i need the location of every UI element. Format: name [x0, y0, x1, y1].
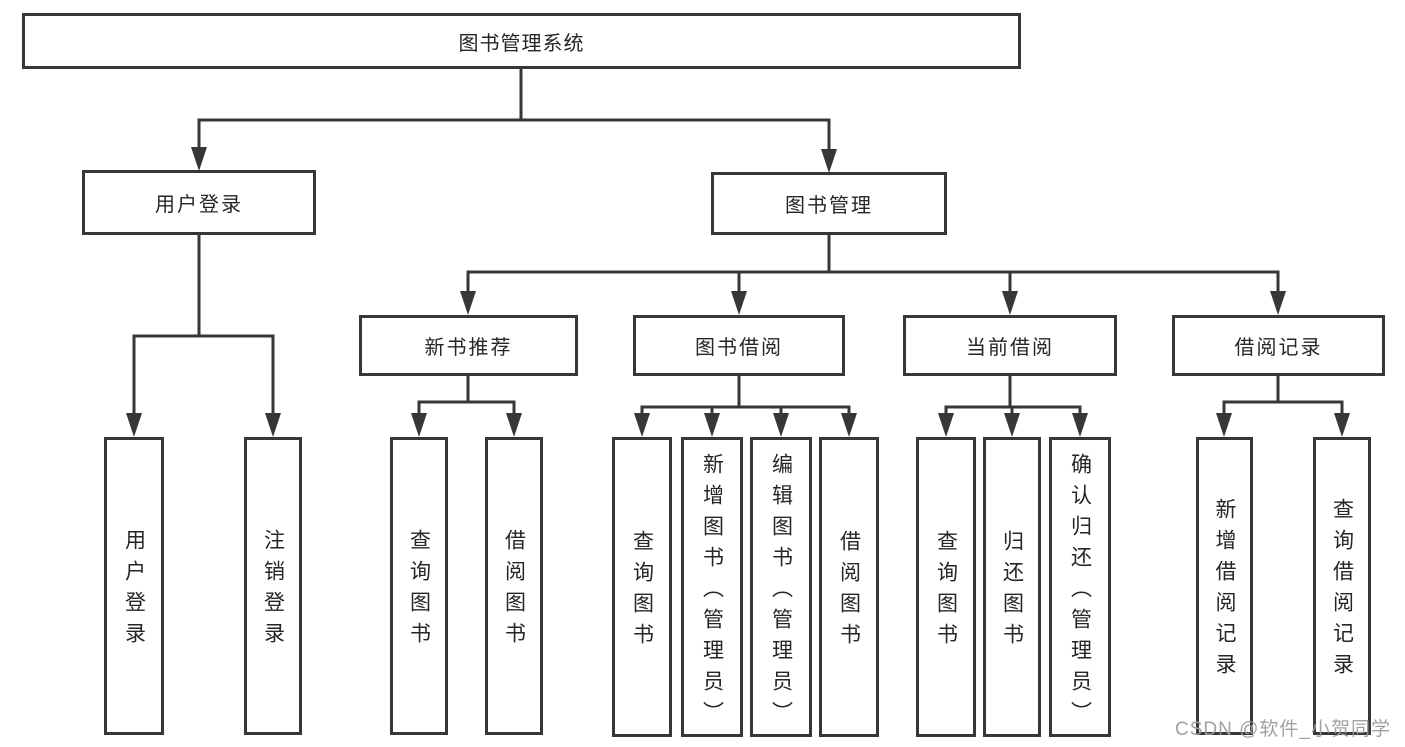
node-label: 图书管理系统	[458, 32, 585, 55]
arrow-icon	[191, 118, 207, 171]
node-label: 新书推荐	[424, 337, 513, 359]
node-label: 确认归还（管理员）	[1068, 452, 1092, 732]
arrow-icon	[411, 400, 427, 437]
arrow-icon	[821, 118, 837, 173]
node-label: 图书管理	[785, 195, 873, 217]
leaf-query-books-1: 查询图书	[390, 437, 448, 735]
arrow-icon	[1216, 400, 1232, 437]
arrow-icon	[460, 270, 476, 315]
node-label: 编辑图书（管理员）	[769, 452, 793, 732]
arrow-icon	[1270, 270, 1286, 315]
node-user-login: 用户登录	[82, 170, 316, 235]
arrow-icon	[731, 270, 747, 315]
leaf-add-borrow-record: 新增借阅记录	[1196, 437, 1253, 735]
node-label: 借阅图书	[502, 529, 526, 653]
arrow-icon	[1072, 405, 1088, 437]
arrow-icon	[773, 405, 789, 437]
node-current-borrowing: 当前借阅	[903, 315, 1117, 376]
leaf-logout: 注销登录	[244, 437, 302, 735]
arrow-icon	[704, 405, 720, 437]
node-label: 图书借阅	[695, 337, 783, 359]
leaf-user-login: 用户登录	[104, 437, 164, 735]
leaf-borrow-books-2: 借阅图书	[819, 437, 879, 737]
node-label: 查询图书	[407, 529, 431, 653]
node-book-borrowing: 图书借阅	[633, 315, 845, 376]
node-book-management: 图书管理	[711, 172, 947, 235]
leaf-confirm-return-admin: 确认归还（管理员）	[1049, 437, 1111, 737]
node-label: 借阅图书	[837, 530, 861, 654]
node-label: 新增借阅记录	[1213, 498, 1236, 684]
node-label: 归还图书	[1000, 530, 1024, 654]
node-label: 查询借阅记录	[1330, 498, 1354, 684]
node-borrowing-records: 借阅记录	[1172, 315, 1385, 376]
arrow-icon	[634, 405, 650, 437]
node-library-management-system: 图书管理系统	[22, 13, 1021, 69]
node-label: 新增图书（管理员）	[700, 452, 724, 732]
leaf-query-books-3: 查询图书	[916, 437, 976, 737]
arrow-icon	[506, 400, 522, 437]
node-label: 注销登录	[261, 529, 285, 653]
node-label: 查询图书	[934, 530, 958, 654]
arrow-icon	[938, 405, 954, 437]
node-label: 用户登录	[155, 194, 243, 216]
node-label: 当前借阅	[966, 337, 1054, 359]
arrow-icon	[1004, 405, 1020, 437]
node-label: 用户登录	[122, 529, 146, 653]
leaf-return-books: 归还图书	[983, 437, 1041, 737]
node-label: 查询图书	[630, 530, 654, 654]
arrow-icon	[841, 405, 857, 437]
leaf-edit-book-admin: 编辑图书（管理员）	[750, 437, 812, 737]
leaf-add-book-admin: 新增图书（管理员）	[681, 437, 743, 737]
leaf-query-borrow-record: 查询借阅记录	[1313, 437, 1371, 735]
arrow-icon	[1002, 270, 1018, 315]
watermark: CSDN @软件_小贺同学	[1175, 719, 1391, 740]
node-label: 借阅记录	[1234, 337, 1323, 359]
node-new-book-recommend: 新书推荐	[359, 315, 578, 376]
arrow-icon	[265, 334, 281, 437]
leaf-query-books-2: 查询图书	[612, 437, 672, 737]
arrow-icon	[1334, 400, 1350, 437]
arrow-icon	[126, 334, 142, 437]
leaf-borrow-books-1: 借阅图书	[485, 437, 543, 735]
